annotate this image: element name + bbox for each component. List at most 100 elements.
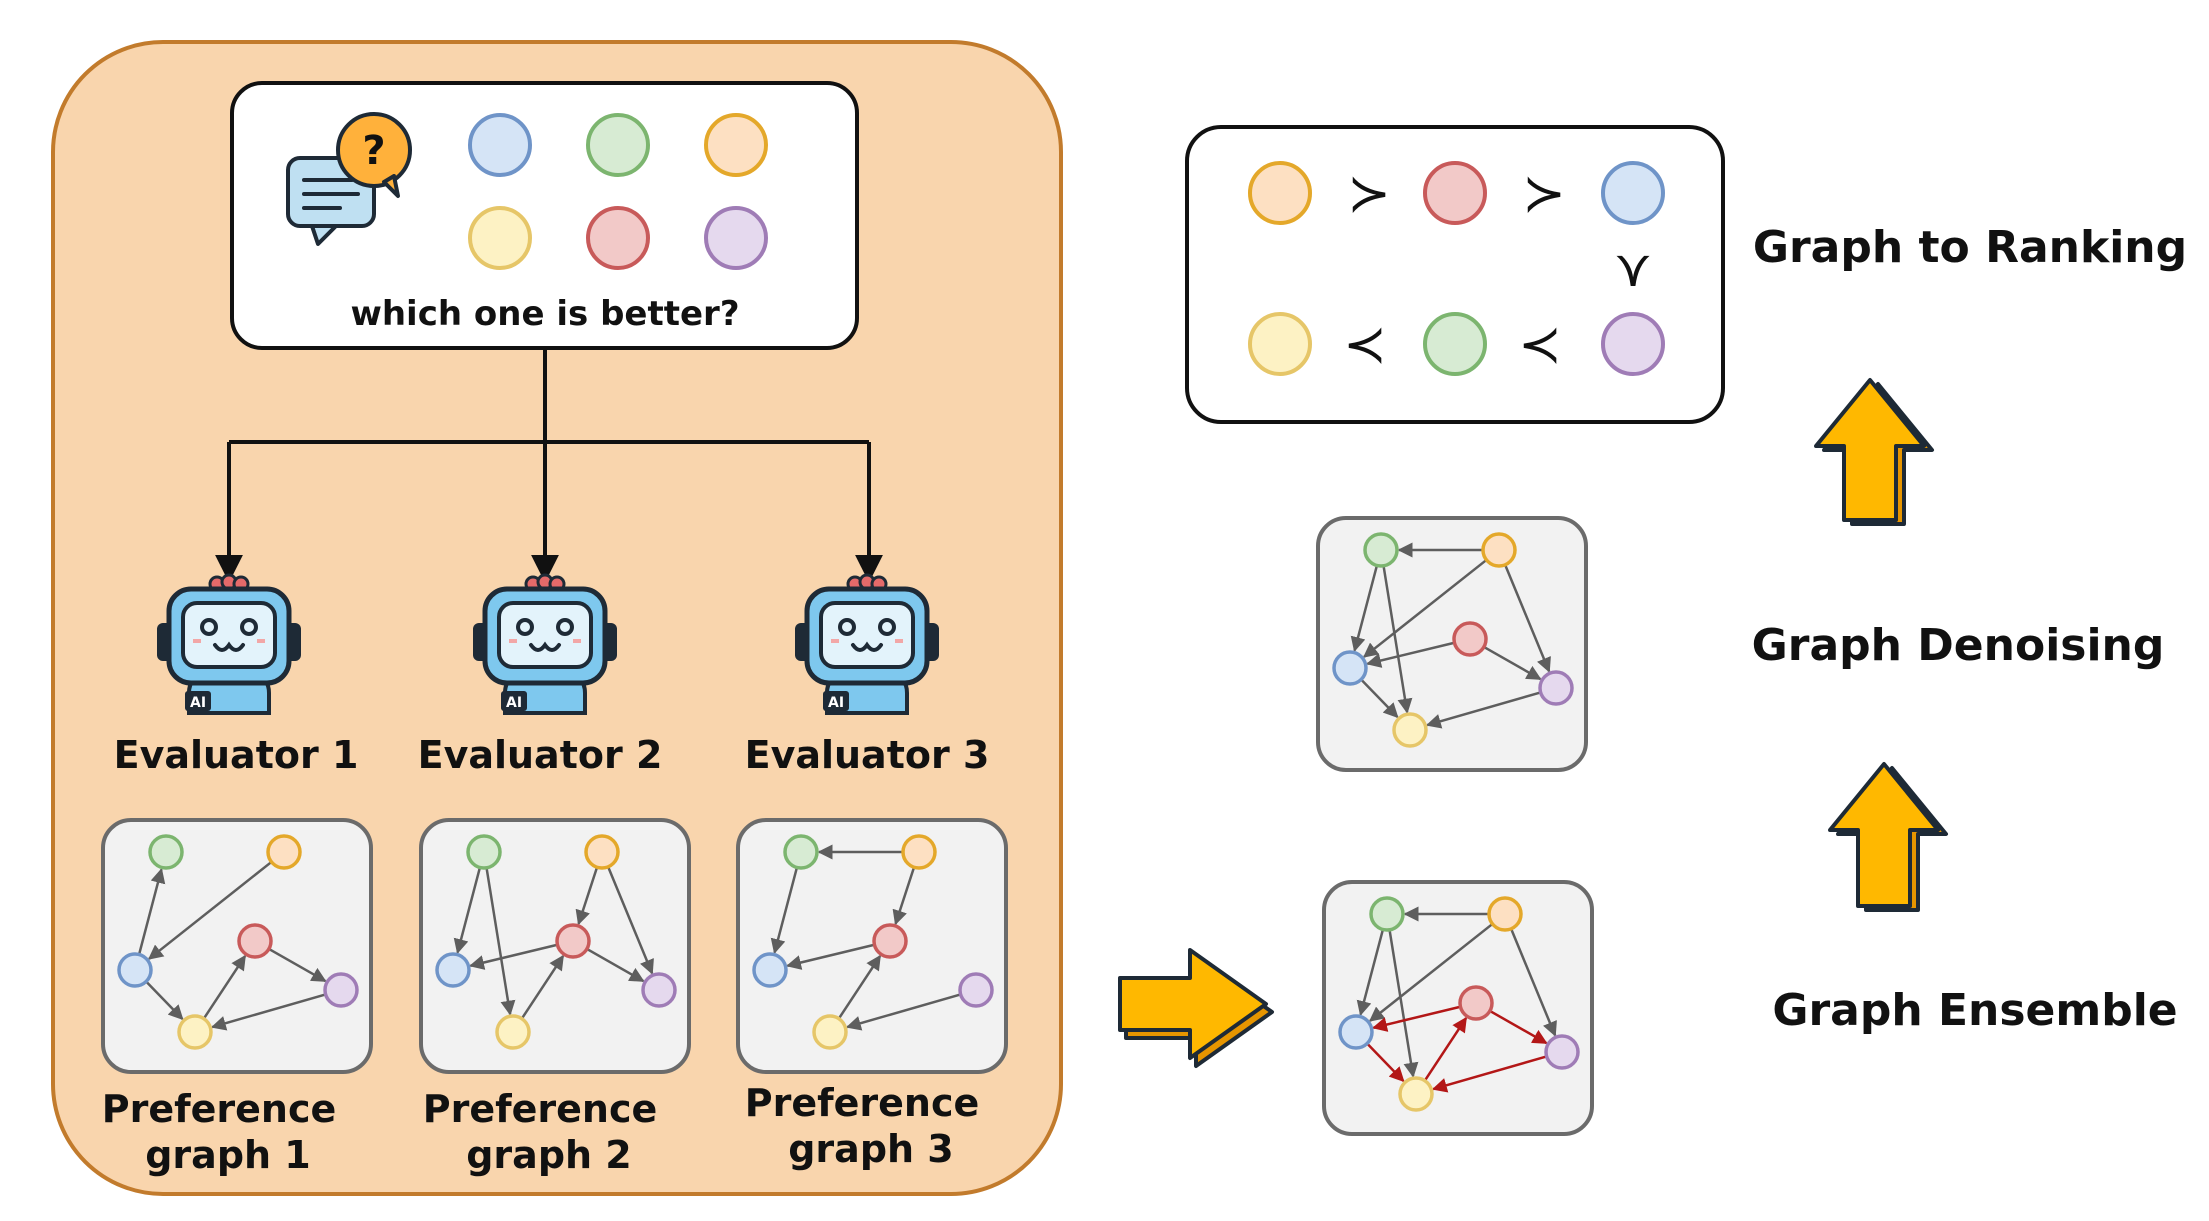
preference-graph-1-label-line2: graph 1: [145, 1133, 311, 1177]
orange-node: [584, 834, 620, 870]
graph-edge: [202, 954, 247, 1020]
up-arrow-icon-denoising: [1814, 378, 1934, 526]
robot-icon: AI: [795, 573, 939, 715]
ranking-box: [1185, 125, 1725, 424]
green-node: [783, 834, 819, 870]
graph-to-ranking-label: Graph to Ranking: [1753, 222, 2187, 273]
graph-edge: [1483, 645, 1542, 681]
graph-edge: [606, 866, 654, 975]
purple-node: [958, 972, 994, 1008]
graph-edge: [770, 867, 799, 955]
graph-edge: [147, 860, 273, 960]
question-box: ? which one is better?: [230, 81, 859, 350]
yellow-node: [468, 206, 532, 270]
graph-edge: [1425, 691, 1541, 729]
right-arrow-icon: [1118, 948, 1274, 1068]
graph-edge: [837, 954, 882, 1020]
blue-node: [1601, 161, 1665, 225]
graph-edge: [586, 947, 645, 983]
graph-edge: [1356, 929, 1385, 1017]
graph-edge: [1366, 641, 1455, 668]
graph-edge: [892, 866, 916, 926]
preference-graph-1-label-line1: Preference: [102, 1087, 337, 1131]
preference-graph-2-label-line1: Preference: [423, 1087, 658, 1131]
green-node: [586, 113, 650, 177]
purple-node: [323, 972, 359, 1008]
green-node: [466, 834, 502, 870]
graph-edge: [210, 993, 326, 1031]
red-node: [1452, 621, 1488, 657]
evaluator-3-label: Evaluator 3: [745, 733, 990, 777]
prec-symbol-1: ≺: [1343, 315, 1387, 375]
question-text: which one is better?: [350, 294, 739, 334]
blue-node: [1332, 650, 1368, 686]
graph-edge: [145, 980, 184, 1021]
blue-node: [117, 952, 153, 988]
orange-node: [1248, 161, 1312, 225]
red-node: [1458, 985, 1494, 1021]
preference-graph: [1338, 896, 1580, 1112]
graph-edge: [137, 867, 166, 955]
graph-edge: [1503, 564, 1551, 673]
preference-graph: [752, 834, 994, 1050]
ai-badge: AI: [828, 695, 844, 711]
candidate-nodes: [468, 113, 768, 270]
graph-edge: [1366, 1042, 1405, 1083]
red-node: [872, 923, 908, 959]
graph-edge: [268, 947, 327, 983]
preference-graphs: [117, 532, 1580, 1112]
orange-node: [1487, 896, 1523, 932]
graph-edge: [1372, 1005, 1461, 1032]
blue-node: [435, 952, 471, 988]
blue-node: [752, 952, 788, 988]
chat-question-icon: ?: [286, 112, 412, 246]
green-node: [148, 834, 184, 870]
graph-edge: [485, 867, 516, 1016]
preference-graph-3-label-line2: graph 3: [788, 1127, 954, 1171]
graph-edge: [1382, 565, 1413, 714]
graph-edge: [1350, 565, 1379, 653]
evaluator-2-label: Evaluator 2: [418, 733, 663, 777]
robot-icon: AI: [157, 573, 301, 715]
yellow-node: [495, 1014, 531, 1050]
ranking-nodes: [1248, 161, 1665, 376]
orange-node: [1481, 532, 1517, 568]
graph-edge: [575, 866, 599, 926]
graph-edge: [845, 993, 961, 1031]
graph-denoising-label: Graph Denoising: [1752, 620, 2165, 671]
orange-node: [266, 834, 302, 870]
yellow-node: [1248, 312, 1312, 376]
yellow-node: [812, 1014, 848, 1050]
green-node: [1369, 896, 1405, 932]
preference-graph-2-label-line2: graph 2: [466, 1133, 632, 1177]
yellow-node: [1398, 1076, 1434, 1112]
yellow-node: [1392, 712, 1428, 748]
blue-node: [1338, 1014, 1374, 1050]
evaluator-1-label: Evaluator 1: [114, 733, 359, 777]
blue-node: [468, 113, 532, 177]
graph-edge: [1388, 929, 1419, 1078]
green-node: [1363, 532, 1399, 568]
preference-graph-3-label-line1: Preference: [745, 1081, 980, 1125]
ai-badge: AI: [190, 695, 206, 711]
purple-node: [1538, 670, 1574, 706]
up-arrow-icon-ensemble: [1828, 762, 1948, 912]
purple-node: [1601, 312, 1665, 376]
purple-node: [641, 972, 677, 1008]
vertical-succ-symbol: ⋎: [1614, 239, 1652, 299]
green-node: [1423, 312, 1487, 376]
preference-graph-1-box: [101, 818, 373, 1074]
prec-symbol-2: ≺: [1518, 315, 1562, 375]
red-node: [586, 206, 650, 270]
red-node: [555, 923, 591, 959]
graph-edge: [1431, 1055, 1547, 1093]
orange-node: [901, 834, 937, 870]
graph-edge: [786, 943, 875, 970]
orange-node: [704, 113, 768, 177]
succ-symbol-2: ≻: [1522, 164, 1566, 224]
graph-ensemble-label: Graph Ensemble: [1772, 985, 2177, 1036]
red-node: [1423, 161, 1487, 225]
preference-graph: [1332, 532, 1574, 748]
preference-graph: [117, 834, 359, 1050]
